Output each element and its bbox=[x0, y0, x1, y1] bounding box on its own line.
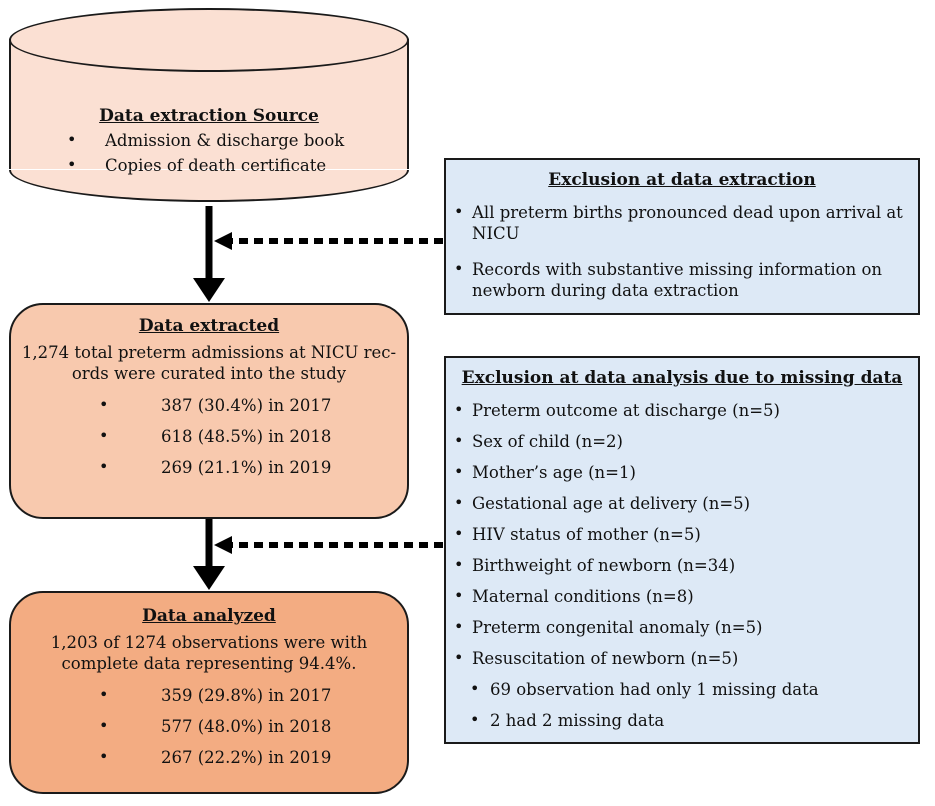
exclusion-analysis-item: Resuscitation of newborn (n=5) bbox=[472, 649, 739, 668]
bullet-dot: • bbox=[454, 493, 464, 512]
analyzed-intro-line-1: 1,203 of 1274 observations were with bbox=[50, 633, 368, 652]
exclusion-extraction-item-2: Records with substantive missing informa… bbox=[472, 259, 882, 302]
sub-bullet-dot: • bbox=[470, 679, 480, 698]
exclusion-analysis-title: Exclusion at data analysis due to missin… bbox=[461, 368, 903, 388]
bullet-dot: • bbox=[99, 456, 109, 476]
source-item-1: Admission & discharge book bbox=[105, 131, 345, 150]
bullet-dot: • bbox=[99, 394, 109, 414]
sub-bullet-dot: • bbox=[470, 710, 480, 729]
exclusion-analysis-item: Gestational age at delivery (n=5) bbox=[472, 494, 751, 513]
bullet-dot: • bbox=[454, 555, 464, 574]
exclusion-analysis-item: Sex of child (n=2) bbox=[472, 432, 623, 451]
source-content: Data extraction Source • Admission & dis… bbox=[9, 106, 409, 181]
bullet-dot: • bbox=[454, 648, 464, 667]
analyzed-title: Data analyzed bbox=[142, 606, 276, 626]
exclusion-extraction-item-2-line-2: newborn during data extraction bbox=[472, 281, 739, 301]
dashed-arrow-exclusion-extraction bbox=[214, 232, 443, 250]
cylinder-top bbox=[9, 8, 409, 72]
bullet-dot: • bbox=[454, 431, 464, 450]
bullet-dot: • bbox=[454, 202, 464, 221]
data-source-cylinder: Data extraction Source • Admission & dis… bbox=[9, 4, 409, 206]
exclusion-extraction-item-1-line-2: NICU bbox=[472, 224, 520, 244]
exclusion-analysis-item: Birthweight of newborn (n=34) bbox=[472, 556, 736, 575]
analyzed-item-2017: 359 (29.8%) in 2017 bbox=[161, 685, 332, 705]
extracted-item-2018: 618 (48.5%) in 2018 bbox=[161, 426, 332, 446]
exclusion-analysis-subitem: 2 had 2 missing data bbox=[490, 711, 665, 730]
exclusion-analysis-item: Maternal conditions (n=8) bbox=[472, 587, 694, 606]
bullet-dot: • bbox=[454, 586, 464, 605]
analyzed-intro-line-2: complete data representing 94.4%. bbox=[61, 654, 357, 674]
extracted-item-2017: 387 (30.4%) in 2017 bbox=[161, 395, 332, 415]
data-extracted-box: Data extracted 1,274 total preterm admis… bbox=[9, 303, 409, 519]
extracted-intro-line-1: 1,274 total preterm admissions at NICU r… bbox=[21, 343, 397, 362]
source-title: Data extraction Source bbox=[99, 106, 319, 126]
extracted-item-2019: 269 (21.1%) in 2019 bbox=[161, 457, 332, 477]
exclusion-analysis-item: Preterm outcome at discharge (n=5) bbox=[472, 401, 780, 420]
extracted-title: Data extracted bbox=[138, 316, 280, 336]
bullet-dot: • bbox=[454, 462, 464, 481]
analyzed-item-2019: 267 (22.2%) in 2019 bbox=[161, 747, 332, 767]
analyzed-item-2018: 577 (48.0%) in 2018 bbox=[161, 716, 332, 736]
exclusion-analysis-item: Mother’s age (n=1) bbox=[472, 463, 636, 482]
exclusion-analysis-item: Preterm congenital anomaly (n=5) bbox=[472, 618, 763, 637]
exclusion-analysis-item: HIV status of mother (n=5) bbox=[472, 525, 701, 544]
exclusion-extraction-item-2-line-1: Records with substantive missing informa… bbox=[472, 260, 883, 279]
bullet-dot: • bbox=[67, 130, 77, 149]
arrow-source-to-extracted bbox=[193, 206, 225, 302]
bullet-dot: • bbox=[99, 715, 109, 735]
bullet-dot: • bbox=[67, 155, 77, 174]
source-item-2: Copies of death certificate bbox=[105, 156, 327, 175]
exclusion-extraction-item-1: All preterm births pronounced dead upon … bbox=[472, 202, 903, 245]
arrow-extracted-to-analyzed bbox=[193, 519, 225, 590]
extracted-intro-line-2: ords were curated into the study bbox=[71, 364, 347, 384]
exclusion-extraction-box: Exclusion at data extraction • All prete… bbox=[444, 158, 920, 315]
bullet-dot: • bbox=[454, 259, 464, 278]
exclusion-analysis-subitem: 69 observation had only 1 missing data bbox=[490, 680, 819, 699]
data-analyzed-box: Data analyzed 1,203 of 1274 observations… bbox=[9, 591, 409, 794]
exclusion-extraction-item-1-line-1: All preterm births pronounced dead upon … bbox=[472, 203, 903, 222]
bullet-dot: • bbox=[99, 746, 109, 766]
bullet-dot: • bbox=[99, 684, 109, 704]
bullet-dot: • bbox=[99, 425, 109, 445]
dashed-arrow-exclusion-analysis bbox=[214, 536, 443, 554]
exclusion-analysis-box: Exclusion at data analysis due to missin… bbox=[444, 356, 920, 744]
bullet-dot: • bbox=[454, 524, 464, 543]
exclusion-extraction-title: Exclusion at data extraction bbox=[548, 170, 816, 190]
bullet-dot: • bbox=[454, 400, 464, 419]
bullet-dot: • bbox=[454, 617, 464, 636]
